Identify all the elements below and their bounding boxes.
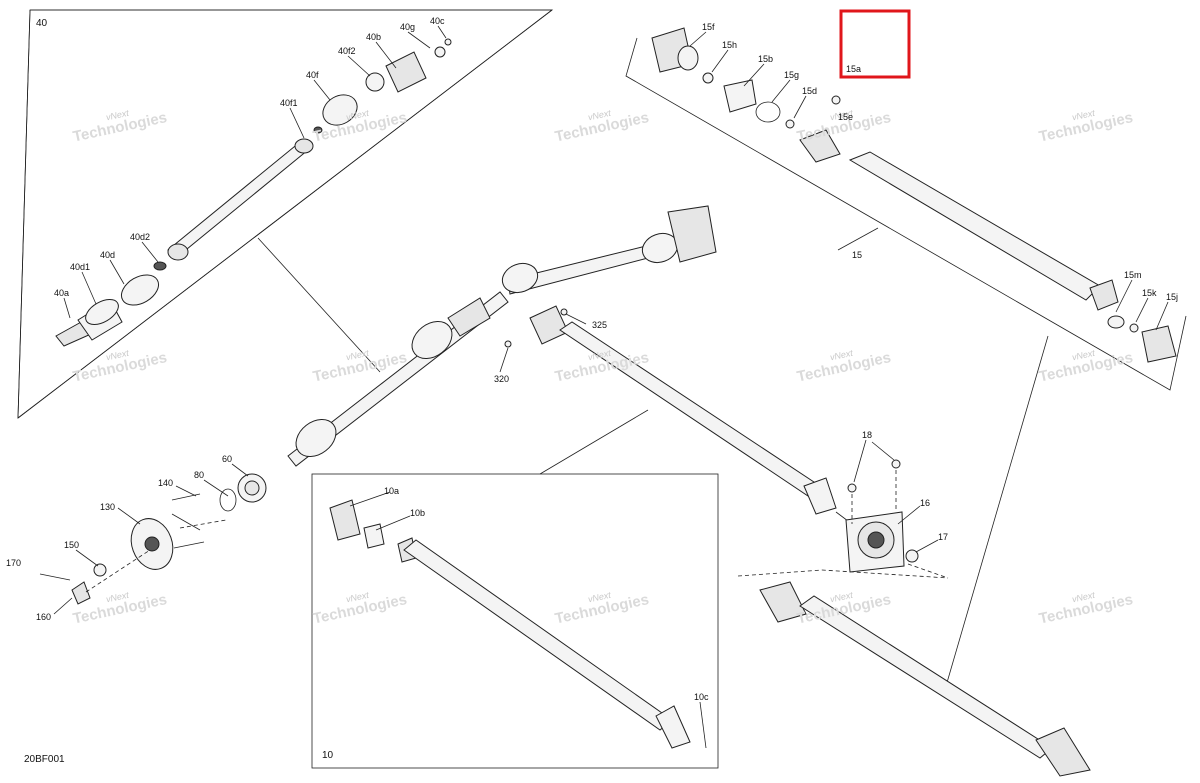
- part-label-15h[interactable]: 15h: [722, 40, 737, 50]
- svg-text:vNext: vNext: [829, 108, 854, 123]
- part-label-15[interactable]: 15: [852, 250, 862, 260]
- part-label-40g[interactable]: 40g: [400, 22, 415, 32]
- part-label-10c[interactable]: 10c: [694, 692, 709, 702]
- part-label-15j[interactable]: 15j: [1166, 292, 1178, 302]
- front-prop-shaft-upper: [504, 305, 949, 579]
- part-label-40d1[interactable]: 40d1: [70, 262, 90, 272]
- section-frame-front-axle: [17, 9, 554, 419]
- part-labels: 40a 40d1 40d 40d2 40f1 40f 40f2 40b 40g …: [6, 16, 1178, 702]
- part-label-160[interactable]: 160: [36, 612, 51, 622]
- part-label-15k[interactable]: 15k: [1142, 288, 1157, 298]
- rear-lower-shaft: [759, 581, 1091, 777]
- front-prop-shaft-10: [329, 499, 691, 749]
- svg-text:vNext: vNext: [587, 348, 612, 363]
- part-label-40b[interactable]: 40b: [366, 32, 381, 42]
- part-label-18[interactable]: 18: [862, 430, 872, 440]
- rear-prop-shaft: [651, 27, 1177, 363]
- section-frame-rear-shaft: [625, 37, 1187, 687]
- main-half-shaft: [287, 205, 717, 467]
- part-label-15g[interactable]: 15g: [784, 70, 799, 80]
- part-label-40f[interactable]: 40f: [306, 70, 319, 80]
- part-label-40a[interactable]: 40a: [54, 288, 69, 298]
- svg-text:vNext: vNext: [587, 590, 612, 605]
- part-label-10b[interactable]: 10b: [410, 508, 425, 518]
- svg-text:vNext: vNext: [105, 348, 130, 363]
- part-label-320[interactable]: 320: [494, 374, 509, 384]
- section-label-front-shaft: 10: [322, 750, 334, 761]
- highlight-box-15a: [839, 9, 911, 79]
- diagram-code: 20BF001: [24, 754, 65, 765]
- svg-text:vNext: vNext: [105, 108, 130, 123]
- svg-text:vNext: vNext: [1071, 348, 1096, 363]
- part-label-10a[interactable]: 10a: [384, 486, 399, 496]
- support-leader-frame: [737, 569, 949, 579]
- section-label-front-axle: 40: [36, 18, 48, 29]
- part-label-130[interactable]: 130: [100, 502, 115, 512]
- svg-text:vNext: vNext: [345, 108, 370, 123]
- part-label-60[interactable]: 60: [222, 454, 232, 464]
- part-label-17[interactable]: 17: [938, 532, 948, 542]
- part-label-15b[interactable]: 15b: [758, 54, 773, 64]
- svg-text:vNext: vNext: [1071, 108, 1096, 123]
- part-label-16[interactable]: 16: [920, 498, 930, 508]
- part-label-15m[interactable]: 15m: [1124, 270, 1142, 280]
- part-label-80[interactable]: 80: [194, 470, 204, 480]
- part-label-40f2[interactable]: 40f2: [338, 46, 356, 56]
- part-label-15a[interactable]: 15a: [846, 64, 861, 74]
- part-label-140[interactable]: 140: [158, 478, 173, 488]
- svg-text:vNext: vNext: [345, 348, 370, 363]
- part-label-15f[interactable]: 15f: [702, 22, 715, 32]
- part-label-15e[interactable]: 15e: [838, 112, 853, 122]
- svg-text:vNext: vNext: [105, 590, 130, 605]
- part-label-150[interactable]: 150: [64, 540, 79, 550]
- part-label-170[interactable]: 170: [6, 558, 21, 568]
- part-label-15d[interactable]: 15d: [802, 86, 817, 96]
- part-label-325[interactable]: 325: [592, 320, 607, 330]
- svg-text:vNext: vNext: [1071, 590, 1096, 605]
- section-frame-front-shaft: [311, 409, 719, 769]
- wheel-hub-assembly: [39, 473, 267, 605]
- svg-text:vNext: vNext: [829, 348, 854, 363]
- leader-lines: [53, 25, 1169, 749]
- svg-text:vNext: vNext: [587, 108, 612, 123]
- part-label-40d2[interactable]: 40d2: [130, 232, 150, 242]
- part-label-40c[interactable]: 40c: [430, 16, 445, 26]
- part-label-40d[interactable]: 40d: [100, 250, 115, 260]
- svg-text:vNext: vNext: [829, 590, 854, 605]
- svg-text:vNext: vNext: [345, 590, 370, 605]
- part-label-40f1[interactable]: 40f1: [280, 98, 298, 108]
- front-axle-assembly: [55, 38, 452, 347]
